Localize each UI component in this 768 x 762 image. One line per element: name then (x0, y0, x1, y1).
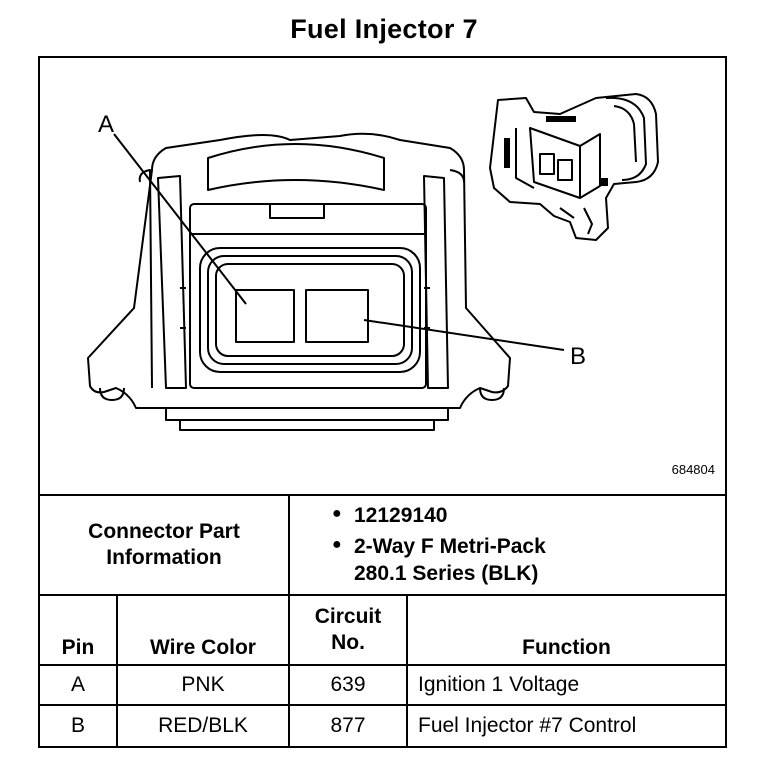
table-cell-pin: A (70, 672, 85, 696)
pin-b-cavity (305, 289, 369, 343)
table-cell-circuit: 639 (330, 672, 366, 696)
connector-drawing: A B 684804 (40, 58, 725, 494)
divider (406, 594, 408, 746)
diagram-title: Fuel Injector 7 (290, 14, 478, 44)
callout-b-label: B (570, 343, 586, 370)
table-cell-circuit: 877 (330, 713, 366, 737)
divider (288, 494, 290, 746)
header-circuit: Circuit No. (314, 604, 382, 654)
connector-type: 2-Way F Metri-Pack 280.1 Series (BLK) (354, 535, 546, 585)
divider (40, 594, 725, 596)
header-function: Function (522, 635, 611, 659)
latch-arc (207, 143, 385, 191)
list-item: ● 12129140 (332, 502, 584, 529)
connector-face-illustration: A B (87, 93, 659, 431)
connector-frame: A B 684804 Connector Part Information ● … (38, 56, 727, 748)
divider (40, 704, 725, 706)
table-cell-wire-color: RED/BLK (158, 713, 248, 737)
callout-a-leader (113, 133, 247, 305)
figure-number: 684804 (671, 462, 715, 477)
table-cell-function: Ignition 1 Voltage (418, 672, 580, 696)
housing-outline (87, 132, 511, 409)
callout-a-label: A (98, 111, 114, 138)
bullet-icon: ● (332, 536, 342, 553)
table-cell-function: Fuel Injector #7 Control (418, 713, 637, 737)
pin-a-cavity (235, 289, 295, 343)
divider (40, 494, 725, 496)
connector-info-list: ● 12129140 ● 2-Way F Metri-Pack 280.1 Se… (332, 502, 584, 591)
connector-iso-view (489, 93, 659, 241)
header-pin: Pin (61, 635, 95, 659)
divider (116, 594, 118, 746)
table-cell-pin: B (70, 713, 85, 737)
table-cell-wire-color: PNK (181, 672, 225, 696)
header-wire-color: Wire Color (150, 635, 256, 659)
divider (40, 664, 725, 666)
part-number: 12129140 (354, 504, 448, 527)
bullet-icon: ● (332, 505, 342, 522)
terminal-well (199, 247, 421, 373)
callout-b-leader (363, 319, 565, 351)
list-item: ● 2-Way F Metri-Pack 280.1 Series (BLK) (332, 533, 584, 587)
connector-info-label: Connector Part Information (88, 519, 240, 569)
